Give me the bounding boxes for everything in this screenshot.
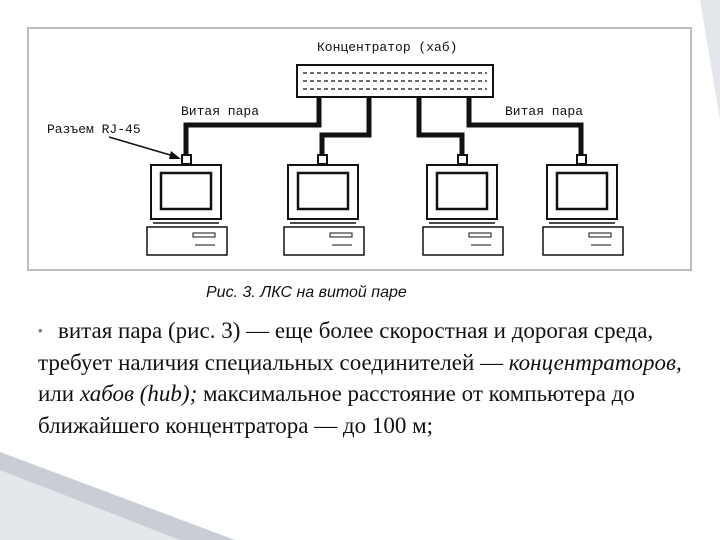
computer-1 xyxy=(145,163,229,257)
rj45-connectors xyxy=(181,154,587,165)
network-figure: Концентратор (хаб) Витая пара Витая пара… xyxy=(27,27,692,271)
bullet-marker: • xyxy=(38,323,43,338)
computer-2 xyxy=(282,163,366,257)
connector-label: Разъем RJ-45 xyxy=(47,122,141,137)
cable-label-right: Витая пара xyxy=(505,104,583,119)
twisted-pair-cables xyxy=(183,97,584,157)
cable-label-left: Витая пара xyxy=(181,104,259,119)
bullet-text-1: витая пара (рис. 3) — еще более скоростн… xyxy=(38,318,654,375)
corner-shape-left-inner xyxy=(0,470,180,540)
connector-pointer-arrow xyxy=(108,136,181,159)
computer-4 xyxy=(541,163,625,257)
computer-3 xyxy=(421,163,505,257)
bullet-text-2: или xyxy=(38,381,80,406)
bullet-italic-hub: хабов (hub); xyxy=(79,381,198,406)
figure-caption: Рис. 3. ЛКС на витой паре xyxy=(206,284,407,301)
hub xyxy=(296,64,494,98)
network-diagram: Концентратор (хаб) Витая пара Витая пара… xyxy=(47,40,625,257)
hub-label: Концентратор (хаб) xyxy=(317,40,457,55)
bullet-italic-hubs: концентраторов, xyxy=(508,349,682,375)
bullet-text-3: максимальное расстояние от компьютера до… xyxy=(38,381,635,438)
corner-shape-right xyxy=(700,0,720,120)
bullet-paragraph: •витая пара (рис. 3) — еще более скорост… xyxy=(38,315,688,441)
